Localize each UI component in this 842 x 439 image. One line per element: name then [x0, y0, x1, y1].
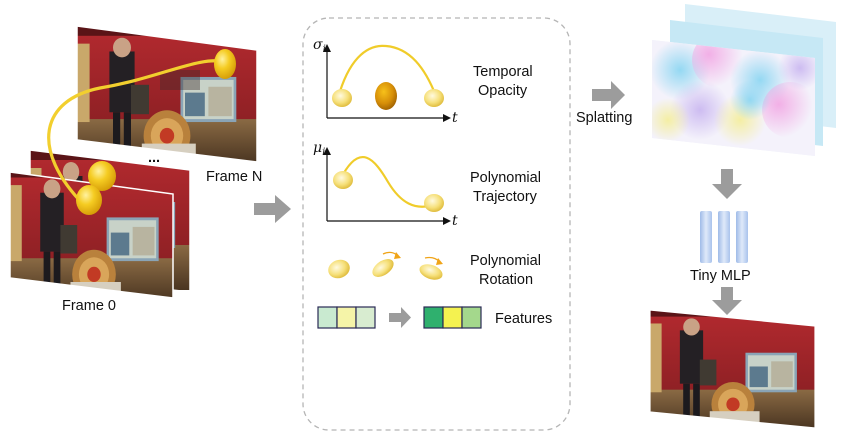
features-label: Features	[495, 311, 552, 327]
svg-text:t: t	[452, 213, 458, 229]
input-frames: ... Frame N Frame 0	[9, 25, 262, 314]
temporal-opacity-plot: σi t	[313, 37, 458, 126]
svg-text:σi: σi	[313, 37, 326, 55]
splatted-feature-maps	[652, 4, 836, 156]
gaussian-trajectory-curve	[47, 59, 227, 207]
svg-text:μi: μi	[313, 140, 325, 158]
polynomial-rotation-label-2: Rotation	[479, 272, 533, 288]
polynomial-rotation-illustration	[328, 251, 443, 280]
arrow-to-mlp	[712, 169, 742, 199]
polynomial-trajectory-plot: μi t	[313, 140, 458, 229]
gaussian-trajectory-start	[333, 171, 353, 189]
temporal-opacity-label-2: Opacity	[478, 83, 528, 99]
gaussian-trajectory-end	[424, 194, 444, 212]
svg-text:t: t	[452, 110, 458, 126]
polynomial-rotation-label-1: Polynomial	[470, 253, 541, 269]
frame-n-image	[77, 26, 257, 162]
arrow-to-splatting	[592, 81, 625, 109]
frame-ellipsis: ...	[148, 150, 160, 166]
gaussian-frame-0	[76, 185, 102, 215]
features-after	[423, 306, 482, 329]
gaussian-rotation-3	[419, 264, 443, 280]
gaussian-faded-right	[424, 89, 444, 107]
arrow-to-output	[712, 287, 742, 315]
features-before	[317, 306, 376, 329]
gaussian-frame-middle	[88, 161, 116, 191]
polynomial-trajectory-label-1: Polynomial	[470, 170, 541, 186]
polynomial-trajectory-label-2: Trajectory	[473, 189, 538, 205]
splatting-label: Splatting	[576, 110, 632, 126]
frame-0-label: Frame 0	[62, 298, 116, 314]
gaussian-rotation-2	[372, 259, 394, 277]
frame-n-label: Frame N	[206, 169, 262, 185]
gaussian-faded-left	[332, 89, 352, 107]
tiny-mlp-label: Tiny MLP	[690, 268, 751, 284]
gaussian-opaque-center	[375, 82, 397, 110]
arrow-features	[389, 307, 411, 328]
gaussian-frame-n	[214, 49, 236, 79]
arrow-to-attributes	[254, 195, 291, 223]
temporal-opacity-label-1: Temporal	[473, 64, 533, 80]
rendered-output-image	[650, 310, 815, 428]
gaussian-rotation-1	[328, 259, 350, 279]
tiny-mlp-block	[700, 211, 748, 263]
